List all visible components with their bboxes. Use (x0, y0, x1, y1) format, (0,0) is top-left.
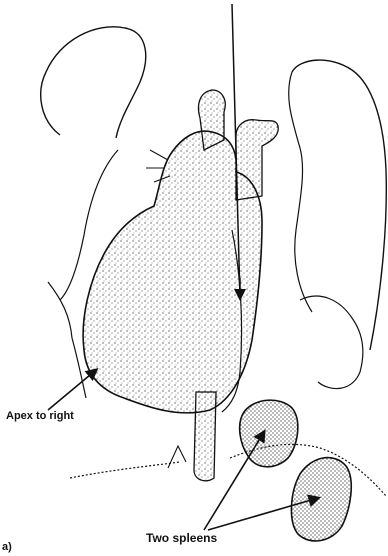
panel-label: a) (2, 541, 12, 553)
liver-edge (168, 446, 186, 468)
apex-arrow (48, 370, 96, 410)
right-lung-outline (292, 60, 386, 350)
diaphragm-contour (300, 296, 363, 389)
spleen-lower (291, 458, 351, 541)
heart-body (83, 131, 262, 413)
right-lung-inner (289, 72, 312, 312)
left-lower-contour (48, 282, 86, 398)
spleens-label: Two spleens (146, 531, 217, 545)
left-lung-outline (41, 27, 146, 138)
apex-label: Apex to right (6, 410, 74, 422)
